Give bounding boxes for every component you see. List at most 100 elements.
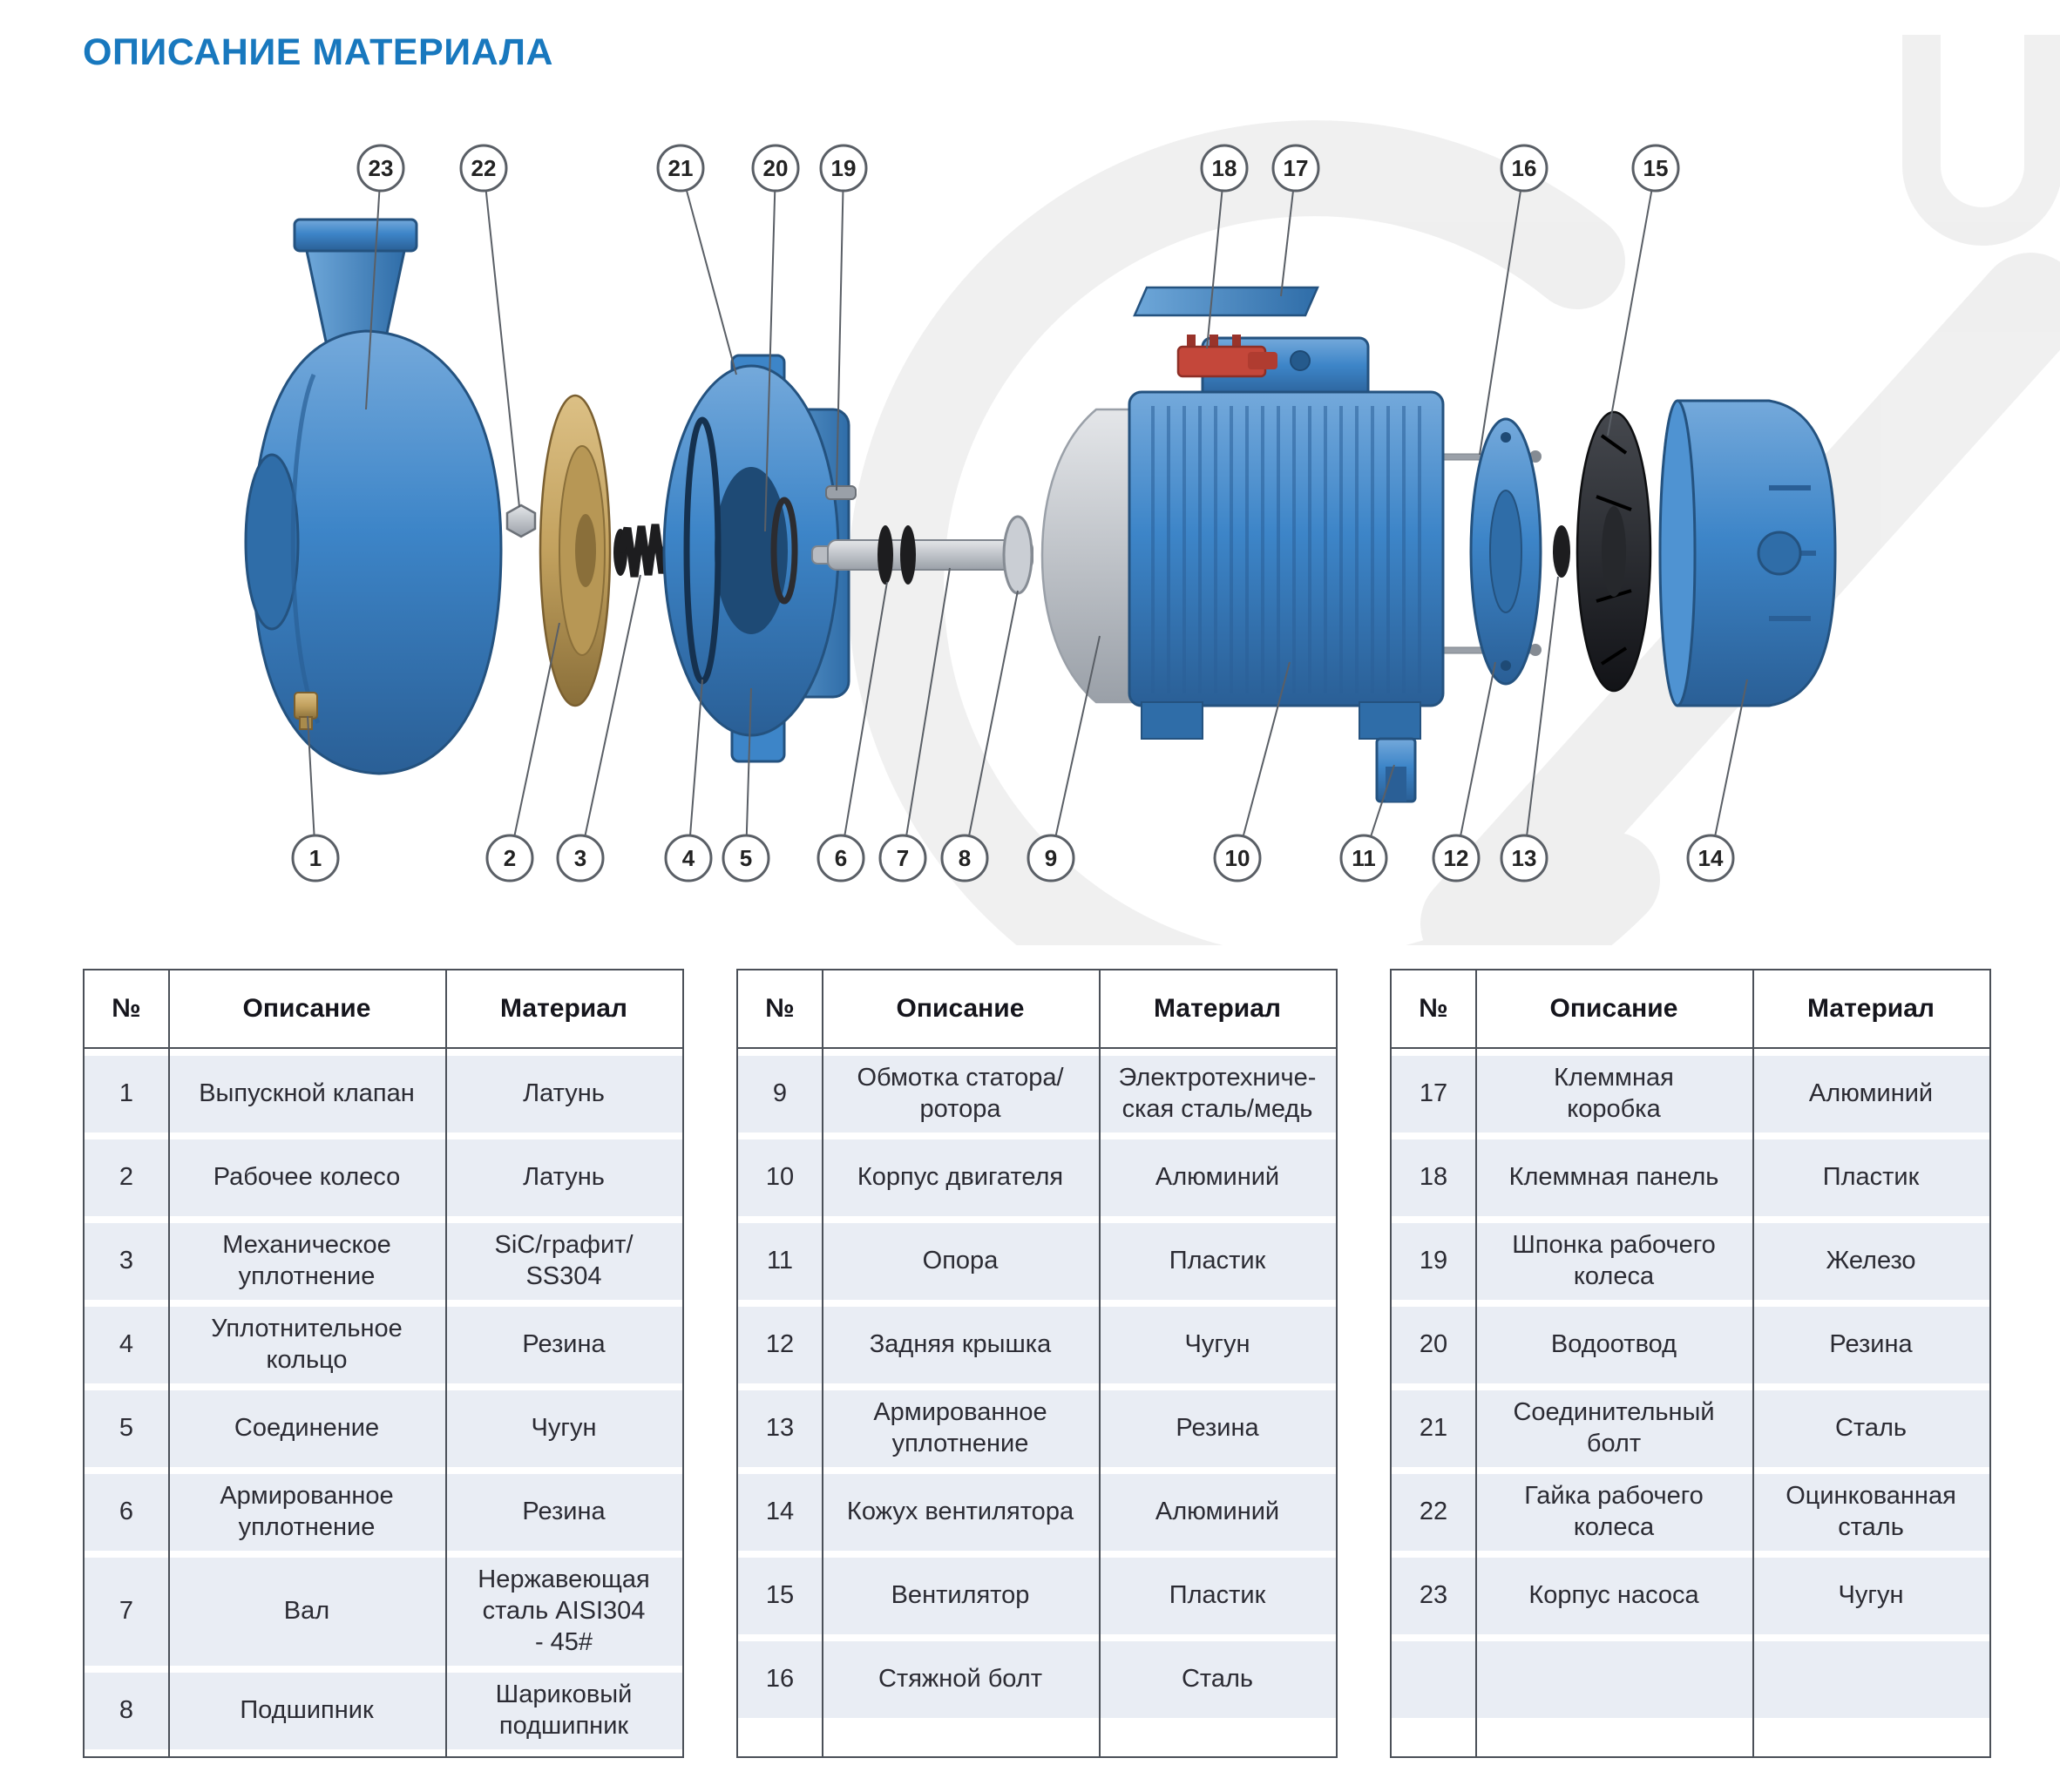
table-header-cell: Описание: [168, 970, 445, 1047]
callout-15: 15: [1607, 144, 1680, 436]
shaft-key: [825, 485, 857, 500]
drain-valve: [294, 692, 318, 730]
part-number: 11: [738, 1223, 822, 1300]
callout-circle: [878, 834, 927, 882]
part-number: 15: [738, 1558, 822, 1634]
callout-4: 4: [664, 679, 713, 882]
column-divider: [168, 970, 170, 1756]
part-material: Резина: [1099, 1390, 1336, 1467]
callout-circle: [940, 834, 989, 882]
part-number: [1392, 1641, 1475, 1718]
bearing-collar: [1002, 515, 1033, 595]
callout-number: 7: [897, 845, 909, 871]
part-material: Шариковый подшипник: [445, 1672, 682, 1749]
terminal-panel: [1176, 335, 1277, 378]
support-foot: [1375, 737, 1417, 803]
pump-casing: [244, 218, 503, 775]
part-material: [1752, 1641, 1989, 1718]
part-number: 5: [85, 1390, 168, 1467]
part-number: 20: [1392, 1307, 1475, 1383]
table-header-cell: Материал: [445, 970, 682, 1047]
part-description: Водоотвод: [1475, 1307, 1752, 1383]
part-description: Гайка рабочего колеса: [1475, 1474, 1752, 1551]
column-divider: [445, 970, 447, 1756]
part-description: Механическое уплотнение: [168, 1223, 445, 1300]
callout-number: 8: [959, 845, 971, 871]
part-description: Задняя крышка: [822, 1307, 1099, 1383]
callout-circle: [722, 834, 770, 882]
callout-number: 10: [1225, 845, 1250, 871]
part-material: Алюминий: [1752, 1056, 1989, 1133]
column-divider: [1752, 970, 1754, 1756]
callout-leader-line: [688, 679, 703, 859]
part-material: Сталь: [1752, 1390, 1989, 1467]
part-material: Чугун: [1752, 1558, 1989, 1634]
column-divider: [1099, 970, 1101, 1756]
callout-19: 19: [819, 144, 868, 491]
table-header-cell: Материал: [1752, 970, 1989, 1047]
part-description: Опора: [822, 1223, 1099, 1300]
callout-circle: [817, 834, 865, 882]
part-description: Соединение: [168, 1390, 445, 1467]
part-description: Кожух вентилятора: [822, 1474, 1099, 1551]
part-material: Латунь: [445, 1056, 682, 1133]
callout-number: 23: [369, 155, 394, 181]
part-material: SiC/графит/ SS304: [445, 1223, 682, 1300]
part-material: Оцинкованная сталь: [1752, 1474, 1989, 1551]
callout-leader-line: [836, 167, 844, 491]
callout-8: 8: [940, 590, 1019, 882]
callout-17: 17: [1271, 144, 1320, 297]
callout-number: 19: [831, 155, 857, 181]
part-number: 22: [1392, 1474, 1475, 1551]
callout-leader-line: [1455, 661, 1496, 859]
table-header-cell: №: [85, 970, 168, 1047]
callout-circle: [1500, 834, 1548, 882]
callout-leader-line: [764, 167, 776, 532]
part-number: 8: [85, 1672, 168, 1749]
part-material: Сталь: [1099, 1641, 1336, 1718]
terminal-box-lid: [1133, 286, 1319, 317]
callout-number: 6: [835, 845, 847, 871]
callout-7: 7: [878, 567, 951, 882]
part-material: Чугун: [1099, 1307, 1336, 1383]
water-slinger: [770, 497, 798, 605]
part-material: Пластик: [1099, 1558, 1336, 1634]
part-number: 3: [85, 1223, 168, 1300]
part-description: Корпус насоса: [1475, 1558, 1752, 1634]
part-description: Шпонка рабочего колеса: [1475, 1223, 1752, 1300]
part-material: Нержавеющая сталь AISI304 - 45#: [445, 1558, 682, 1666]
callout-number: 16: [1512, 155, 1537, 181]
impeller: [539, 394, 612, 707]
part-description: Обмотка статора/ ротора: [822, 1056, 1099, 1133]
part-number: 18: [1392, 1139, 1475, 1216]
part-number: 1: [85, 1056, 168, 1133]
callout-18: 18: [1200, 144, 1249, 349]
callout-leader-line: [1050, 635, 1101, 859]
callout-leader-line: [1607, 167, 1657, 436]
callout-22: 22: [459, 144, 520, 508]
part-description: Подшипник: [168, 1672, 445, 1749]
callout-2: 2: [485, 622, 560, 882]
callout-number: 14: [1698, 845, 1724, 871]
callout-1: 1: [291, 715, 340, 882]
part-description: Корпус двигателя: [822, 1139, 1099, 1216]
callout-number: 9: [1045, 845, 1057, 871]
table-header-cell: Описание: [1475, 970, 1752, 1047]
table-row: [1392, 1641, 1989, 1718]
part-material: Алюминий: [1099, 1474, 1336, 1551]
part-number: 6: [85, 1474, 168, 1551]
